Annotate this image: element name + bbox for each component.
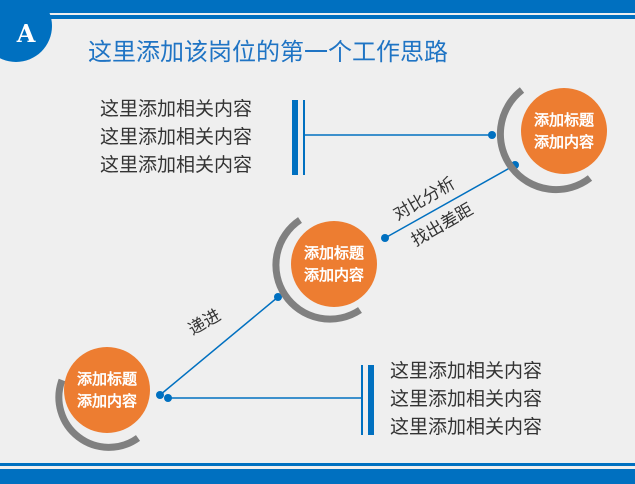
- node-content: 添加内容: [533, 133, 594, 151]
- top-bracket-thick: [292, 100, 298, 175]
- arc-gray: [55, 378, 141, 451]
- text-line: 这里添加相关内容: [390, 388, 543, 410]
- dot: [488, 131, 496, 139]
- top-rule: [0, 15, 635, 19]
- top-bracket-thin: [303, 100, 305, 175]
- bottom-banner: [0, 469, 635, 484]
- node-content: 添加内容: [76, 392, 137, 410]
- bottom-bracket-thick: [368, 365, 374, 435]
- text-line: 这里添加相关内容: [390, 360, 543, 382]
- node-1: 添加标题 添加内容: [64, 347, 150, 433]
- text-line: 这里添加相关内容: [100, 126, 253, 148]
- bottom-text-block: 这里添加相关内容 这里添加相关内容 这里添加相关内容: [390, 357, 542, 441]
- diag-connector-2: [384, 164, 516, 239]
- text-line: 这里添加相关内容: [100, 98, 253, 120]
- node-title: 添加标题: [533, 111, 594, 129]
- node-3: 添加标题 添加内容: [521, 88, 607, 174]
- page-title: 这里添加该岗位的第一个工作思路: [88, 38, 448, 66]
- arc-gray: [496, 87, 593, 194]
- text-line: 这里添加相关内容: [100, 154, 253, 176]
- diag-connector-1: [159, 296, 279, 396]
- top-banner: [0, 0, 635, 13]
- node-content: 添加内容: [303, 266, 364, 284]
- node-2: 添加标题 添加内容: [291, 221, 377, 307]
- logo-badge: A: [0, 0, 52, 62]
- text-line: 这里添加相关内容: [390, 416, 543, 438]
- node-title: 添加标题: [303, 244, 364, 262]
- top-text-block: 这里添加相关内容 这里添加相关内容 这里添加相关内容: [100, 95, 252, 179]
- node-title: 添加标题: [76, 370, 137, 388]
- bottom-rule: [0, 463, 635, 466]
- arc-gray: [272, 217, 362, 323]
- bottom-bracket-thin: [361, 365, 363, 435]
